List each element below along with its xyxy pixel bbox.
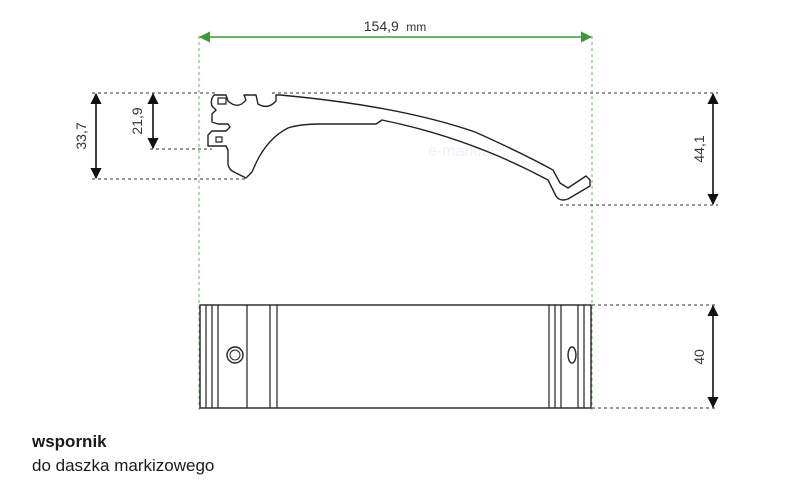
width-dimension-label: 154,9 mm (364, 18, 427, 35)
width-value: 154,9 (364, 18, 399, 34)
mounting-plate (199, 304, 592, 409)
plate-hole-left (226, 346, 244, 364)
left-inner-dimension-label: 21,9 (129, 107, 145, 134)
plate-hole-left-inner (229, 349, 241, 361)
plate-dimension-label: 40 (691, 349, 707, 365)
caption-subtitle: do daszka markizowego (32, 456, 215, 475)
bracket-inner-channel (215, 136, 223, 143)
bracket-notch-top (217, 97, 227, 105)
plate-hole-right (567, 346, 577, 364)
bracket-profile (207, 94, 591, 201)
plate-outline (199, 304, 592, 409)
left-outer-dimension-label: 33,7 (73, 122, 89, 149)
caption-title: wspornik (32, 432, 107, 451)
width-unit: mm (406, 20, 426, 34)
right-dimension-label: 44,1 (691, 135, 707, 162)
